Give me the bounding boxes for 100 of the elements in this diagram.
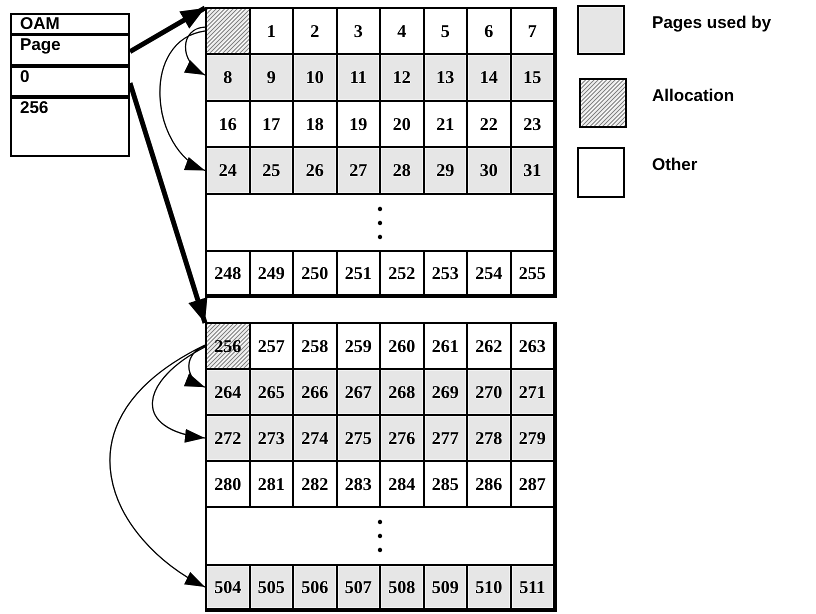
page-number: 15: [523, 67, 542, 88]
page-cell: [510, 564, 555, 610]
page-cell: [466, 368, 512, 416]
page-number: 27: [349, 160, 368, 181]
page-number: 7: [528, 20, 537, 42]
page-number: 25: [262, 160, 280, 181]
page-number: 9: [266, 67, 276, 88]
page-number: 282: [301, 474, 328, 494]
page-cell: [379, 146, 424, 195]
page-cell: [422, 53, 468, 102]
page-cell: [205, 146, 250, 195]
page-cell: [422, 146, 468, 195]
page-cell: [379, 368, 424, 416]
page-cell: [248, 146, 294, 195]
page-number: 508: [388, 576, 416, 598]
page-cell: [379, 414, 424, 462]
page-number: 5: [440, 20, 450, 42]
page-cell: [510, 414, 555, 462]
page-number: 274: [301, 428, 328, 448]
page-number: 26: [306, 160, 324, 181]
page-number: 511: [519, 576, 546, 598]
page-number: 510: [475, 576, 502, 598]
page-number: 14: [480, 67, 498, 88]
page-number: 29: [436, 160, 454, 181]
page-number: 258: [301, 336, 328, 356]
row-label: 256: [20, 98, 48, 117]
page-number: 256: [214, 336, 242, 356]
page-number: 283: [344, 474, 372, 494]
arrow: [184, 345, 206, 388]
page-number: 24: [218, 160, 237, 181]
page-number: 279: [518, 428, 546, 448]
page-number: 16: [218, 114, 237, 134]
page-number: 250: [301, 262, 328, 284]
page-cell: [336, 564, 381, 610]
page-cell: [292, 53, 338, 102]
arrow: [152, 346, 206, 442]
page-number: 278: [475, 428, 502, 448]
page-cell: [422, 564, 468, 610]
page-cell: [205, 53, 250, 102]
page-number: 23: [523, 114, 542, 134]
page-number: 21: [436, 114, 454, 134]
page-number: 255: [518, 262, 546, 284]
page-number: 284: [388, 474, 416, 494]
page-number: 2: [310, 20, 320, 42]
page-number: 20: [392, 114, 411, 134]
page-cell: [379, 564, 424, 610]
page-number: 276: [388, 428, 416, 448]
page-number: 13: [436, 67, 454, 88]
page-number: 251: [344, 262, 372, 284]
page-number: 262: [475, 336, 502, 356]
page-number: 286: [475, 474, 502, 494]
page-cell: [292, 414, 338, 462]
page-number: 252: [388, 262, 416, 284]
page-cell: [379, 53, 424, 102]
page-number: 31: [523, 160, 542, 181]
page-number: 287: [518, 474, 546, 494]
row-label: 0: [20, 67, 30, 86]
page-number: 273: [258, 428, 285, 448]
page-number: 248: [214, 262, 242, 284]
legend-label: Allocation: [652, 86, 734, 106]
page-number: 266: [301, 382, 328, 402]
page-cell: [248, 564, 294, 610]
page-number: 259: [344, 336, 372, 356]
page-number: 17: [262, 114, 280, 134]
page-number: 18: [306, 114, 324, 134]
table-row: [10, 66, 130, 97]
page-cell: [205, 414, 250, 462]
page-cell: [205, 368, 250, 416]
page-number: 28: [392, 160, 411, 181]
page-number: 267: [344, 382, 372, 402]
page-number: 11: [350, 67, 367, 88]
page-number: 4: [397, 20, 406, 42]
page-number: 265: [258, 382, 285, 402]
table-row: [10, 13, 130, 35]
page-number: 505: [258, 576, 285, 598]
page-cell: [466, 414, 512, 462]
page-cell: [466, 564, 512, 610]
page-cell: [336, 53, 381, 102]
page-number: 257: [258, 336, 285, 356]
arrow: [110, 344, 206, 588]
legend-label: Pages used by: [652, 13, 772, 33]
page-number: 270: [475, 382, 502, 402]
page-number: 264: [214, 382, 242, 402]
hatched-page-cell: [205, 7, 250, 55]
page-number: 254: [475, 262, 502, 284]
page-number: 271: [518, 382, 546, 402]
page-number: 12: [392, 67, 411, 88]
page-cell: [466, 146, 512, 195]
page-cell: [292, 368, 338, 416]
page-cell: [336, 146, 381, 195]
page-cell: [292, 564, 338, 610]
page-number: 285: [432, 474, 459, 494]
page-number: 280: [214, 474, 242, 494]
page-number: 268: [388, 382, 416, 402]
page-cell: [205, 564, 250, 610]
arrow: [184, 26, 206, 76]
page-number: 249: [258, 262, 285, 284]
row-label: OAM: [20, 14, 60, 33]
page-cell: [510, 146, 555, 195]
arrow: [159, 30, 206, 172]
